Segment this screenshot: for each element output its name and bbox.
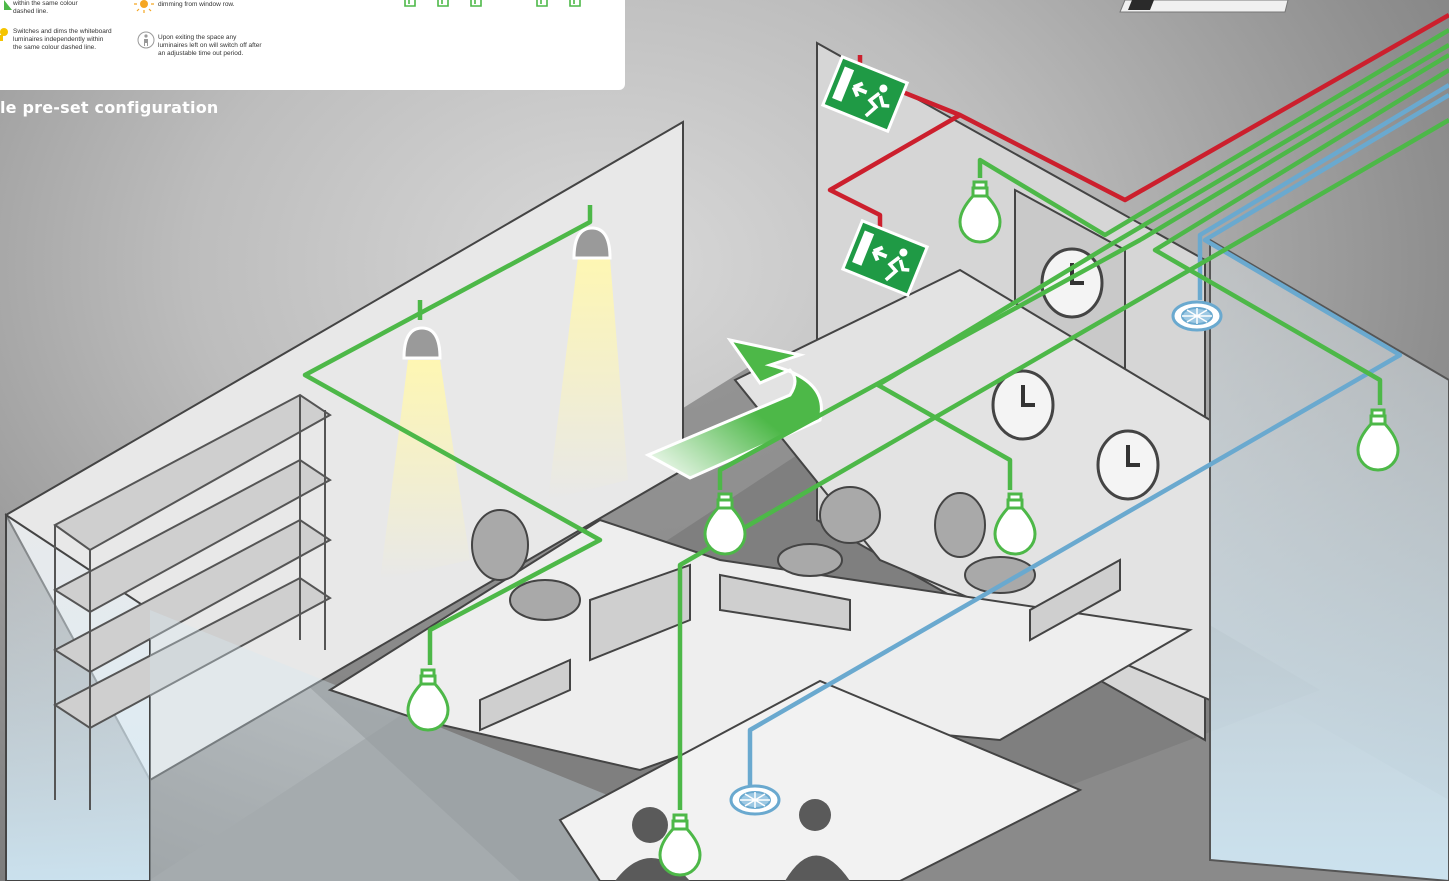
spotlight-icon [574,228,610,258]
brochure-thumbnail [1120,0,1288,12]
wall-clock-icon [1098,431,1158,499]
right-glass-wall [1210,240,1449,881]
spotlight-icon [404,328,440,358]
ceiling-sensor-icon [731,786,779,814]
ceiling-sensor-icon [1173,302,1221,330]
